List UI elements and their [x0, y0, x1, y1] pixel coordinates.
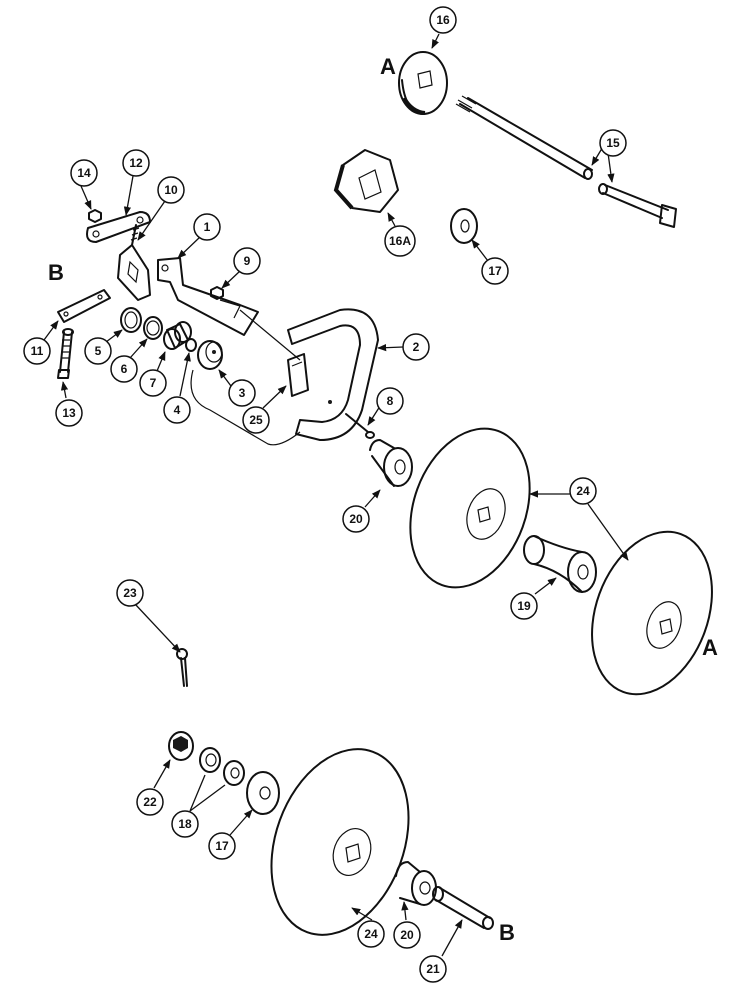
part-19-spool: [523, 535, 597, 593]
callout-3: 3: [228, 379, 256, 407]
part-25-clip: [287, 353, 309, 397]
svg-text:23: 23: [123, 586, 137, 600]
part-15-axle-bolt: [455, 95, 677, 228]
svg-text:11: 11: [31, 344, 44, 358]
callout-2: 2: [402, 333, 430, 361]
svg-text:24: 24: [364, 927, 378, 941]
part-16-spacer: [398, 51, 448, 115]
callout-7: 7: [139, 369, 167, 397]
part-17-washer-bottom: [246, 771, 280, 815]
svg-text:2: 2: [413, 340, 420, 354]
part-4-ring: [185, 338, 197, 352]
callout-16: 16: [429, 6, 457, 34]
ref-letter-a-top: A: [380, 54, 396, 79]
callout-15: 15: [599, 129, 627, 157]
callout-19: 19: [510, 592, 538, 620]
svg-text:17: 17: [215, 839, 229, 853]
callout-12: 12: [122, 149, 150, 177]
part-3-collar: [197, 340, 223, 370]
callout-20-bottom: 20: [393, 921, 421, 949]
svg-text:9: 9: [244, 254, 251, 268]
callout-18: 18: [171, 810, 199, 838]
svg-text:21: 21: [426, 962, 440, 976]
callout-21: 21: [419, 955, 447, 983]
part-5-ring: [120, 307, 142, 333]
part-10-bracket: [117, 224, 151, 301]
svg-text:20: 20: [400, 928, 414, 942]
part-21-shaft: [432, 886, 494, 930]
leader-lines: [43, 33, 629, 957]
callout-17-top: 17: [481, 257, 509, 285]
callout-20-top: 20: [342, 505, 370, 533]
callout-24-top: 24: [569, 477, 597, 505]
part-14-nut: [88, 209, 102, 223]
callout-22: 22: [136, 788, 164, 816]
part-13-bolt: [57, 328, 74, 379]
ref-letter-b-left: B: [48, 260, 64, 285]
svg-text:13: 13: [62, 406, 76, 420]
svg-text:6: 6: [121, 362, 128, 376]
svg-text:5: 5: [95, 344, 102, 358]
svg-text:20: 20: [349, 512, 363, 526]
callout-5: 5: [84, 337, 112, 365]
svg-text:15: 15: [606, 136, 620, 150]
part-2-u-arm: [287, 308, 379, 441]
part-1-arm: [157, 257, 259, 336]
svg-text:22: 22: [143, 795, 157, 809]
svg-text:16A: 16A: [389, 234, 411, 248]
callout-17-bottom: 17: [208, 832, 236, 860]
part-22-castle-nut: [168, 731, 194, 761]
svg-text:4: 4: [174, 403, 181, 417]
callout-6: 6: [110, 355, 138, 383]
svg-text:12: 12: [129, 156, 143, 170]
svg-text:17: 17: [488, 264, 502, 278]
callout-10: 10: [157, 176, 185, 204]
svg-text:7: 7: [150, 376, 157, 390]
svg-text:3: 3: [239, 386, 246, 400]
svg-text:19: 19: [517, 599, 531, 613]
callout-24-bottom: 24: [357, 920, 385, 948]
svg-text:8: 8: [387, 394, 394, 408]
callout-4: 4: [163, 396, 191, 424]
callout-25: 25: [242, 406, 270, 434]
callout-1: 1: [193, 213, 221, 241]
assembly-line: [190, 369, 301, 446]
part-9-nut: [210, 286, 224, 300]
callout-16a: 16A: [384, 225, 416, 257]
part-6-ring: [143, 316, 163, 340]
part-12-link: [86, 211, 151, 243]
part-11-plate: [57, 289, 111, 323]
part-17-washer: [450, 208, 478, 244]
part-24-disc-blade-right: [591, 530, 713, 696]
svg-text:16: 16: [436, 13, 450, 27]
ref-letter-b-bottom: B: [499, 920, 515, 945]
svg-text:18: 18: [178, 817, 192, 831]
part-24-disc-blade-bottom: [270, 748, 410, 936]
svg-text:1: 1: [204, 220, 211, 234]
part-23-cotter-pin: [176, 648, 188, 687]
callout-14: 14: [70, 159, 98, 187]
callout-9: 9: [233, 247, 261, 275]
callout-11: 11: [23, 337, 51, 365]
svg-text:24: 24: [576, 484, 590, 498]
part-20-cone: [369, 439, 413, 487]
part-24-disc-blade: [409, 427, 531, 589]
ref-letter-a-right: A: [702, 635, 718, 660]
svg-text:10: 10: [164, 183, 178, 197]
part-20-cone-bottom: [395, 861, 437, 906]
svg-text:14: 14: [77, 166, 91, 180]
part-18-washer: [199, 747, 245, 786]
part-8-pin: [345, 413, 375, 439]
part-16a-hex-block: [333, 149, 399, 213]
callout-8: 8: [376, 387, 404, 415]
svg-text:25: 25: [249, 413, 263, 427]
assembly-line-2: [239, 309, 301, 361]
callout-23: 23: [116, 579, 144, 607]
callout-13: 13: [55, 399, 83, 427]
